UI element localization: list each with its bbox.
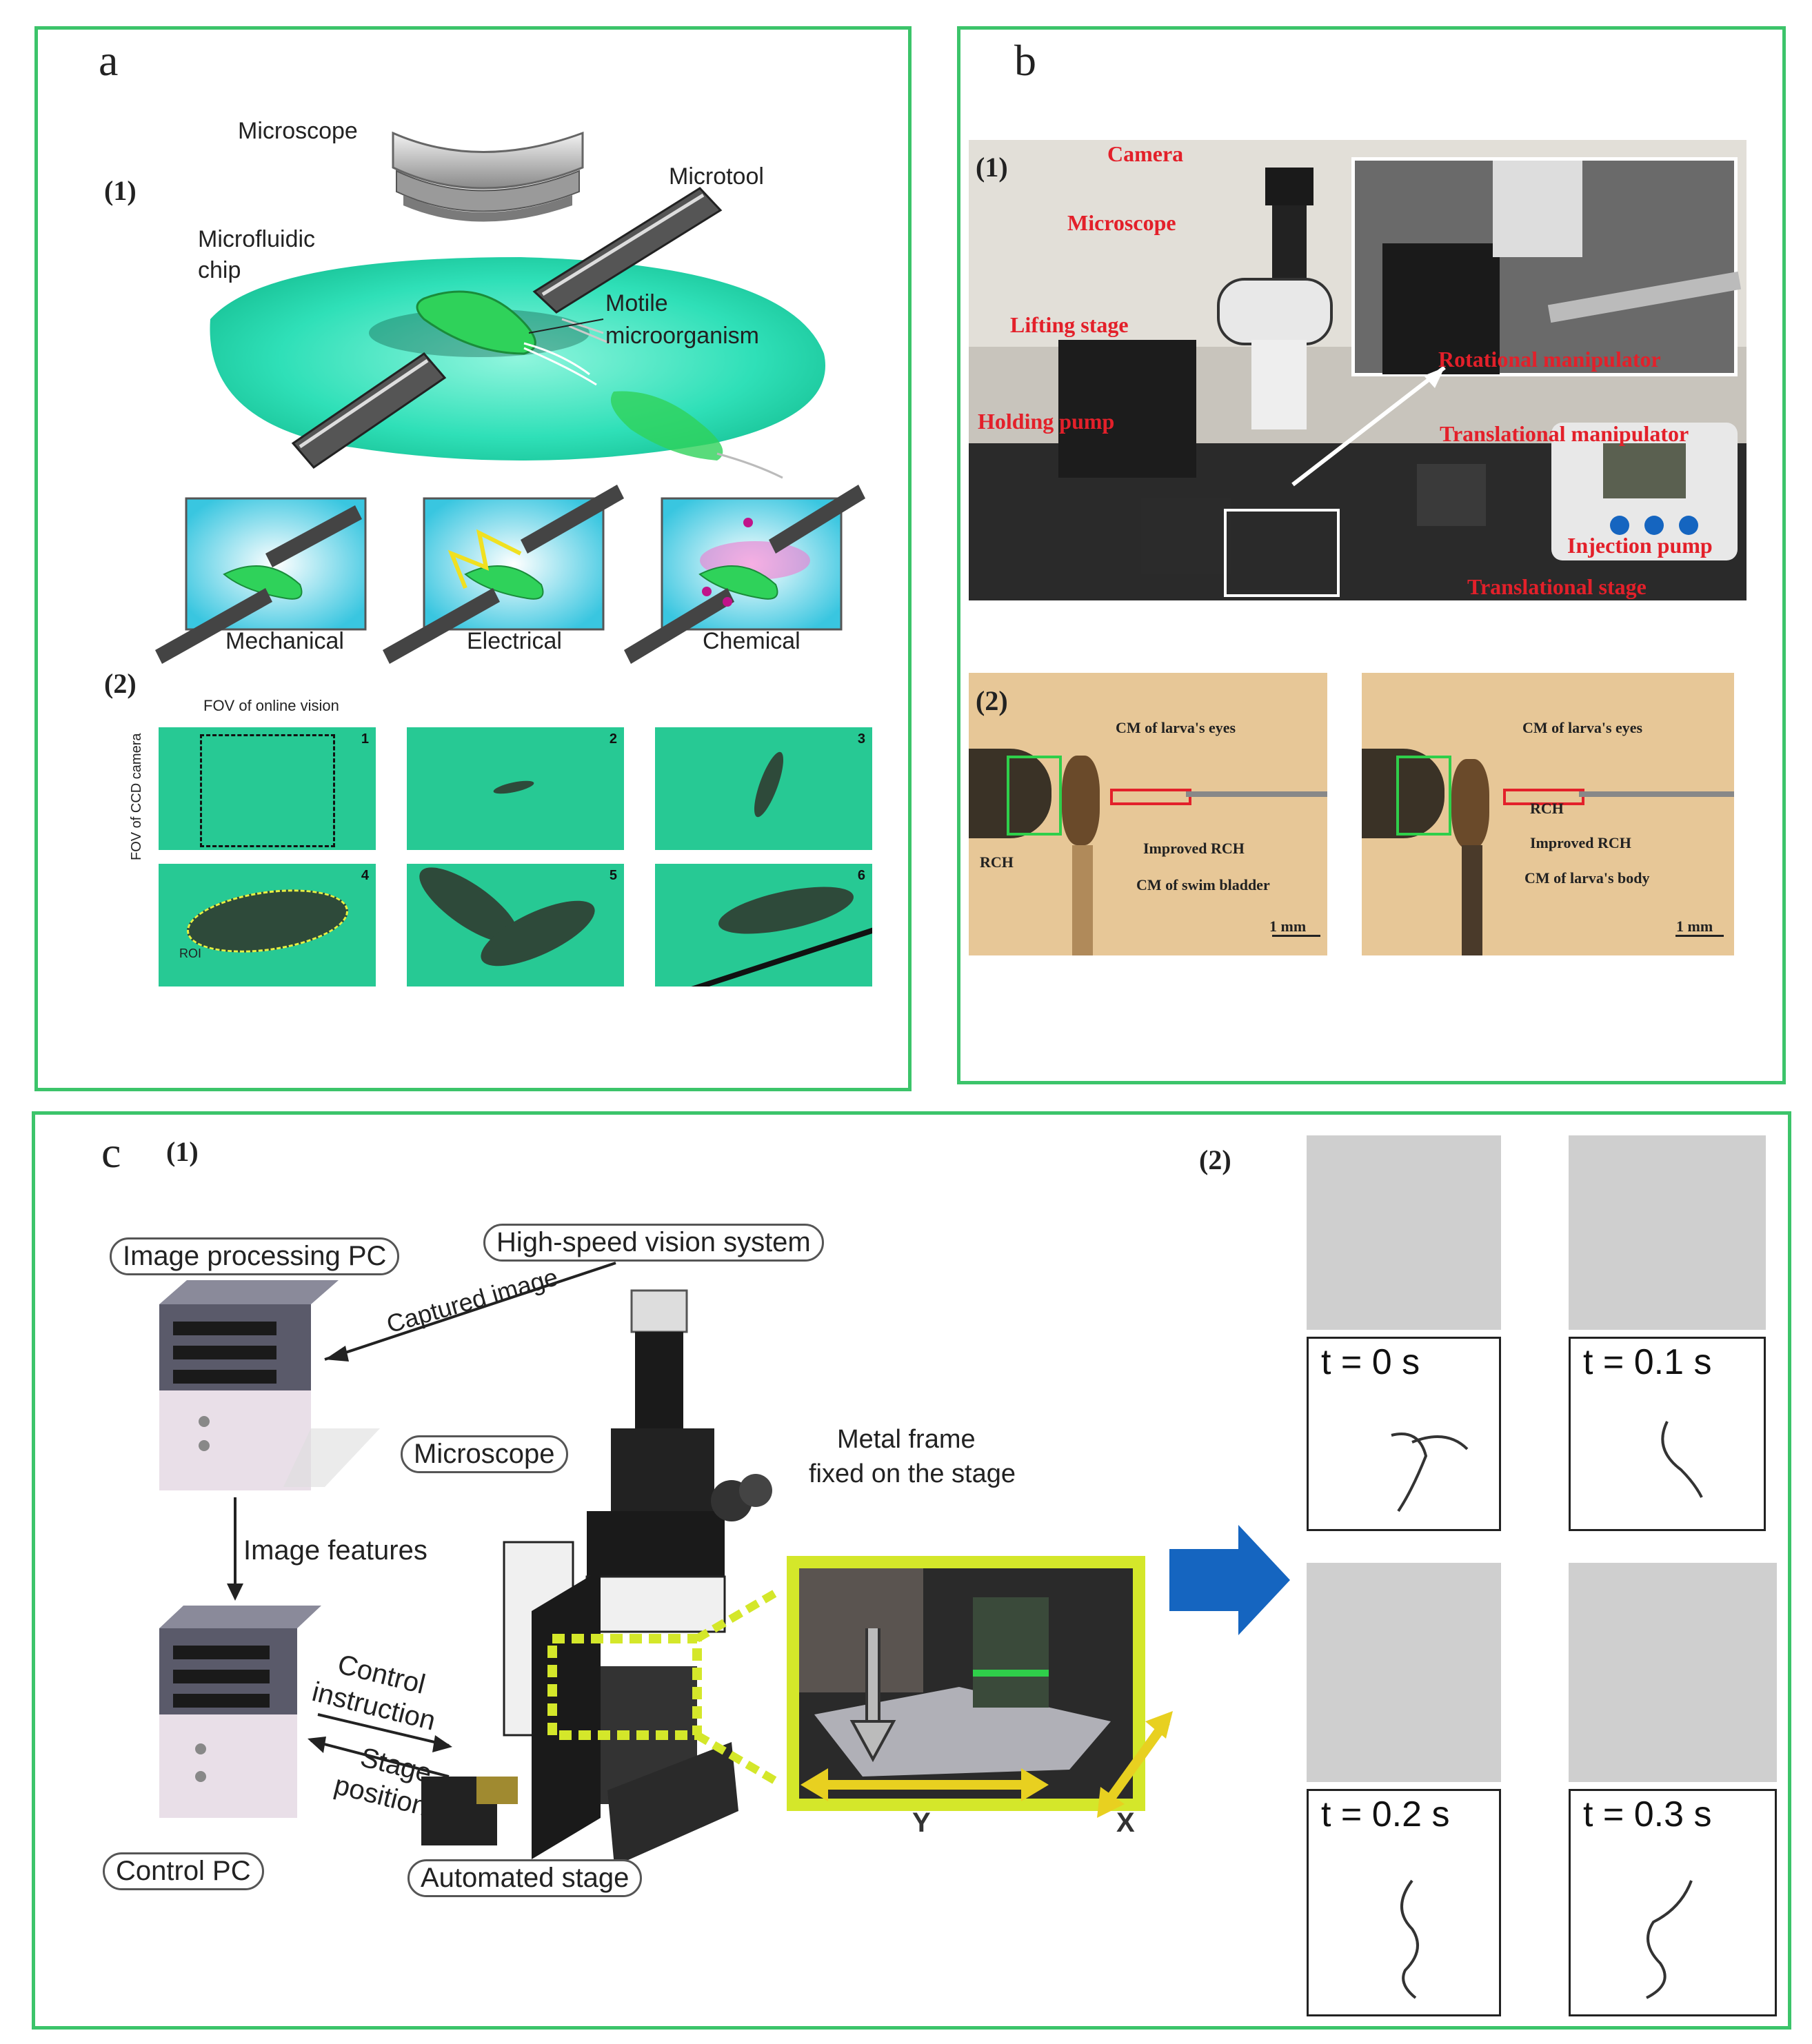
panel-c-sub2: (2) [1199, 1144, 1231, 1175]
microtool-upper-icon [532, 187, 723, 345]
panel-c-sub1: (1) [166, 1136, 199, 1167]
label-image-pc: Image processing PC [110, 1237, 400, 1275]
label-metal-line1: Metal frame [837, 1425, 976, 1454]
label-mode-mechanical: Mechanical [225, 628, 344, 654]
rotational-manipulator-inset [1351, 157, 1742, 376]
time-label-t0: t = 0 s [1321, 1342, 1420, 1382]
trace-t2: t = 0.2 s [1307, 1789, 1501, 2016]
trace-t1: t = 0.1 s [1569, 1337, 1766, 1531]
label-translational-stage: Translational stage [1467, 574, 1647, 599]
frame-2: 2 [407, 727, 624, 850]
frame-5: 5 [407, 864, 624, 986]
frame-6: 6 [655, 864, 872, 986]
trace-t0: t = 0 s [1307, 1337, 1501, 1531]
label-lifting-stage: Lifting stage [1010, 312, 1129, 337]
label-roi: ROI [179, 947, 202, 960]
panel-b-sub1: (1) [976, 152, 1008, 183]
frame-1: 1 [159, 727, 376, 850]
panel-b-sub2: (2) [976, 685, 1008, 716]
label-left-rch: RCH [980, 853, 1014, 871]
organism-icon [416, 290, 783, 479]
panel-a-sub2: (2) [104, 668, 137, 699]
microfluidic-illustration [155, 131, 865, 664]
vision-system-diagram [159, 1262, 1290, 1866]
label-fov-online: FOV of online vision [203, 697, 339, 714]
frame-3: 3 [655, 727, 872, 850]
label-mode-chemical: Chemical [703, 628, 801, 654]
label-left-improved-rch: Improved RCH [1143, 840, 1245, 857]
micrograph-t3 [1569, 1563, 1777, 1782]
label-right-rch: RCH [1530, 800, 1564, 817]
label-metal-line2: fixed on the stage [809, 1459, 1016, 1488]
label-microtool: Microtool [669, 163, 764, 190]
panel-c-letter: c [101, 1128, 121, 1177]
label-organism-line2: microorganism [605, 323, 759, 349]
panel-b: b (1) Camera Microscope Lifting stage Ho… [957, 26, 1786, 1084]
label-translational-manipulator: Translational manipulator [1440, 421, 1689, 446]
label-axis-x: X [1116, 1808, 1135, 1838]
label-chip-line1: Microfluidic [198, 226, 316, 252]
label-mode-electrical: Electrical [467, 628, 562, 654]
label-holding-pump: Holding pump [978, 409, 1115, 434]
time-label-t3: t = 0.3 s [1583, 1794, 1712, 1834]
label-rotational-manipulator: Rotational manipulator [1438, 347, 1661, 372]
label-vision-system: High-speed vision system [483, 1224, 824, 1262]
label-fov-ccd: FOV of CCD camera [129, 733, 144, 860]
setup-photo [969, 140, 1746, 600]
label-left-cm-bladder: CM of swim bladder [1136, 876, 1270, 893]
label-right-scale: 1 mm [1676, 918, 1713, 935]
larva-image-left [969, 673, 1327, 955]
trace-t3: t = 0.3 s [1569, 1789, 1777, 2016]
label-control-pc: Control PC [103, 1852, 264, 1890]
panel-c: c (1) (2) [32, 1111, 1791, 2030]
label-automated-stage: Automated stage [407, 1859, 643, 1897]
label-microscope-c: Microscope [401, 1435, 568, 1473]
camera-icon [1265, 168, 1313, 205]
label-injection-pump: Injection pump [1567, 533, 1713, 558]
image-processing-pc-icon [159, 1280, 380, 1490]
label-left-cm-eyes: CM of larva's eyes [1116, 719, 1236, 736]
label-axis-y: Y [912, 1808, 931, 1838]
microtool-lower-icon [291, 352, 447, 469]
microscope-c-icon [421, 1289, 772, 1866]
label-right-improved-rch: Improved RCH [1530, 834, 1631, 851]
label-camera: Camera [1107, 141, 1184, 166]
micrograph-t0 [1307, 1135, 1501, 1330]
microfluidic-chip [210, 257, 825, 461]
panel-a-letter: a [99, 36, 119, 85]
label-chip-line2: chip [198, 257, 241, 283]
time-label-t2: t = 0.2 s [1321, 1794, 1450, 1834]
time-label-t1: t = 0.1 s [1583, 1342, 1712, 1382]
frame-4: ROI 4 [159, 864, 376, 986]
panel-a: a (1) [34, 26, 912, 1091]
panel-a-sub1: (1) [104, 175, 137, 206]
microscope-objective-icon [392, 131, 584, 222]
label-microscope: Microscope [238, 118, 358, 144]
label-image-features: Image features [243, 1535, 427, 1566]
result-arrow-icon [1169, 1525, 1290, 1635]
label-right-cm-eyes: CM of larva's eyes [1522, 719, 1643, 736]
micrograph-t1 [1569, 1135, 1766, 1330]
mode-boxes [155, 485, 865, 664]
larva-image-right [1362, 673, 1734, 955]
label-left-scale: 1 mm [1269, 918, 1307, 935]
label-microscope-b: Microscope [1067, 210, 1176, 235]
label-organism-line1: Motile [605, 290, 668, 316]
control-pc-icon [159, 1606, 321, 1818]
micrograph-t2 [1307, 1563, 1501, 1782]
panel-b-letter: b [1014, 36, 1036, 85]
label-right-cm-body: CM of larva's body [1524, 869, 1650, 887]
